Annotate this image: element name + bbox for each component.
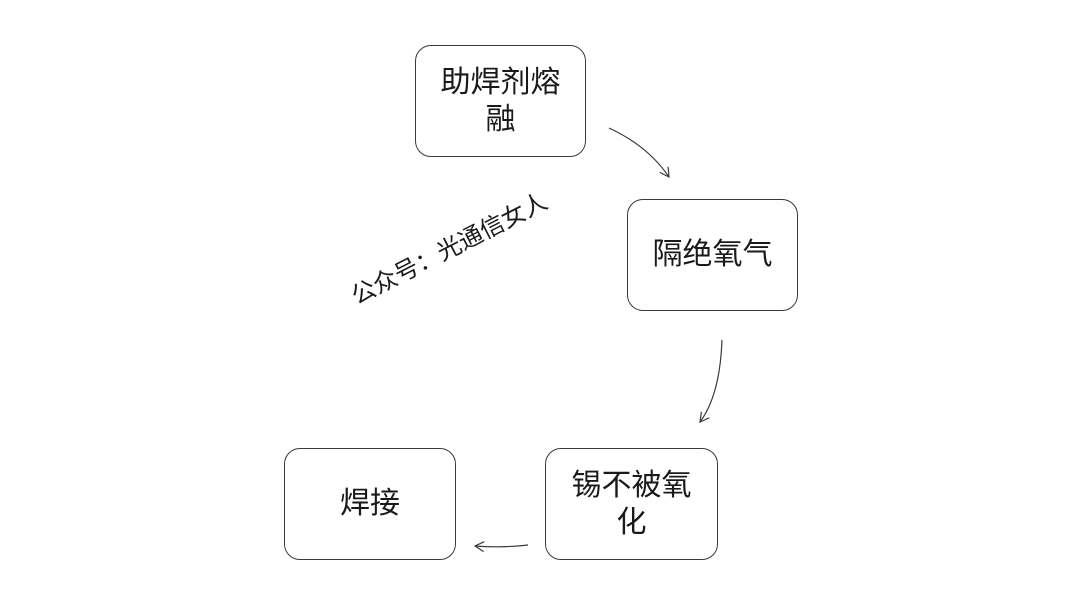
node-label: 锡不被氧化: [571, 467, 692, 541]
arrow-flux-to-isolate: [608, 127, 670, 179]
node-label: 隔绝氧气: [652, 237, 773, 273]
node-label: 助焊剂熔融: [440, 64, 561, 138]
arrow-isolate-to-tin: [699, 339, 723, 423]
node-label: 焊接: [340, 486, 400, 522]
node-isolate-oxygen: 隔绝氧气: [627, 199, 798, 311]
arrow-tin-to-soldering: [473, 541, 529, 553]
node-tin-not-oxidized: 锡不被氧化: [545, 448, 718, 560]
node-soldering: 焊接: [284, 448, 456, 560]
node-flux-melt: 助焊剂熔融: [415, 45, 586, 157]
